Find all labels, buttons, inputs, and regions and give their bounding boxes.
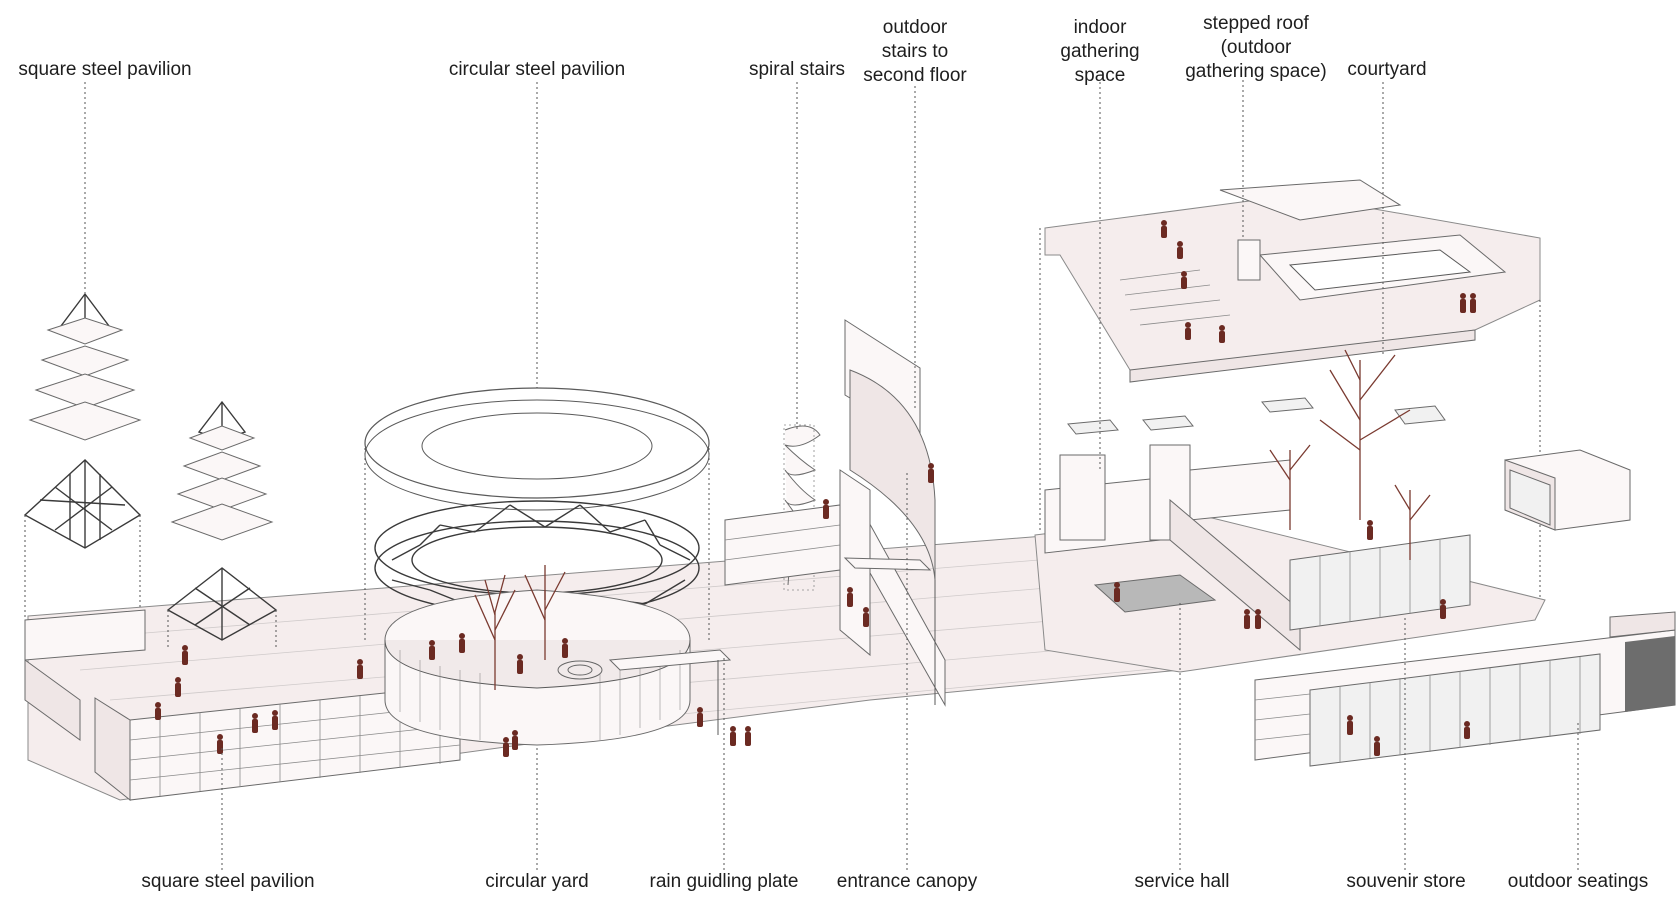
- square-steel-pavilion-exploded-right: [166, 400, 278, 650]
- yard-trees: [474, 565, 566, 690]
- courtyard-trees: [1269, 349, 1431, 560]
- label-outdoor-seatings: outdoor seatings: [1507, 871, 1649, 892]
- square-steel-pavilion-exploded-left: [23, 292, 142, 640]
- label-spiral-stairs: spiral stairs: [748, 59, 846, 80]
- label-indoor-gathering-space: indoor gathering space: [1060, 17, 1140, 86]
- left-courtyard-walls: [24, 609, 461, 802]
- leader-lines: [84, 80, 1579, 870]
- label-square-steel-pavilion-top: square steel pavilion: [18, 59, 192, 80]
- label-square-steel-pavilion-bottom: square steel pavilion: [141, 871, 315, 892]
- spiral-stairs-group: [724, 424, 841, 591]
- rain-guiding-plate: [608, 649, 732, 671]
- souvenir-store-front: [1254, 611, 1676, 767]
- label-circular-steel-pavilion: circular steel pavilion: [448, 59, 626, 80]
- stepped-roof-exploded: [1039, 179, 1541, 600]
- entrance-canopy-group: [839, 319, 946, 707]
- skylights: [1067, 397, 1446, 435]
- label-service-hall: service hall: [1134, 871, 1230, 892]
- label-rain-guiding-plate: rain guidling plate: [649, 871, 799, 892]
- label-stepped-roof: stepped roof (outdoor gathering space): [1185, 13, 1327, 82]
- label-circular-yard: circular yard: [485, 871, 589, 892]
- label-entrance-canopy: entrance canopy: [836, 871, 978, 892]
- label-souvenir-store: souvenir store: [1346, 871, 1466, 892]
- label-outdoor-stairs: outdoor stairs to second floor: [863, 17, 967, 86]
- label-courtyard: courtyard: [1347, 59, 1427, 80]
- people-figures: [155, 220, 1476, 757]
- building-ground-floor: [1034, 349, 1631, 673]
